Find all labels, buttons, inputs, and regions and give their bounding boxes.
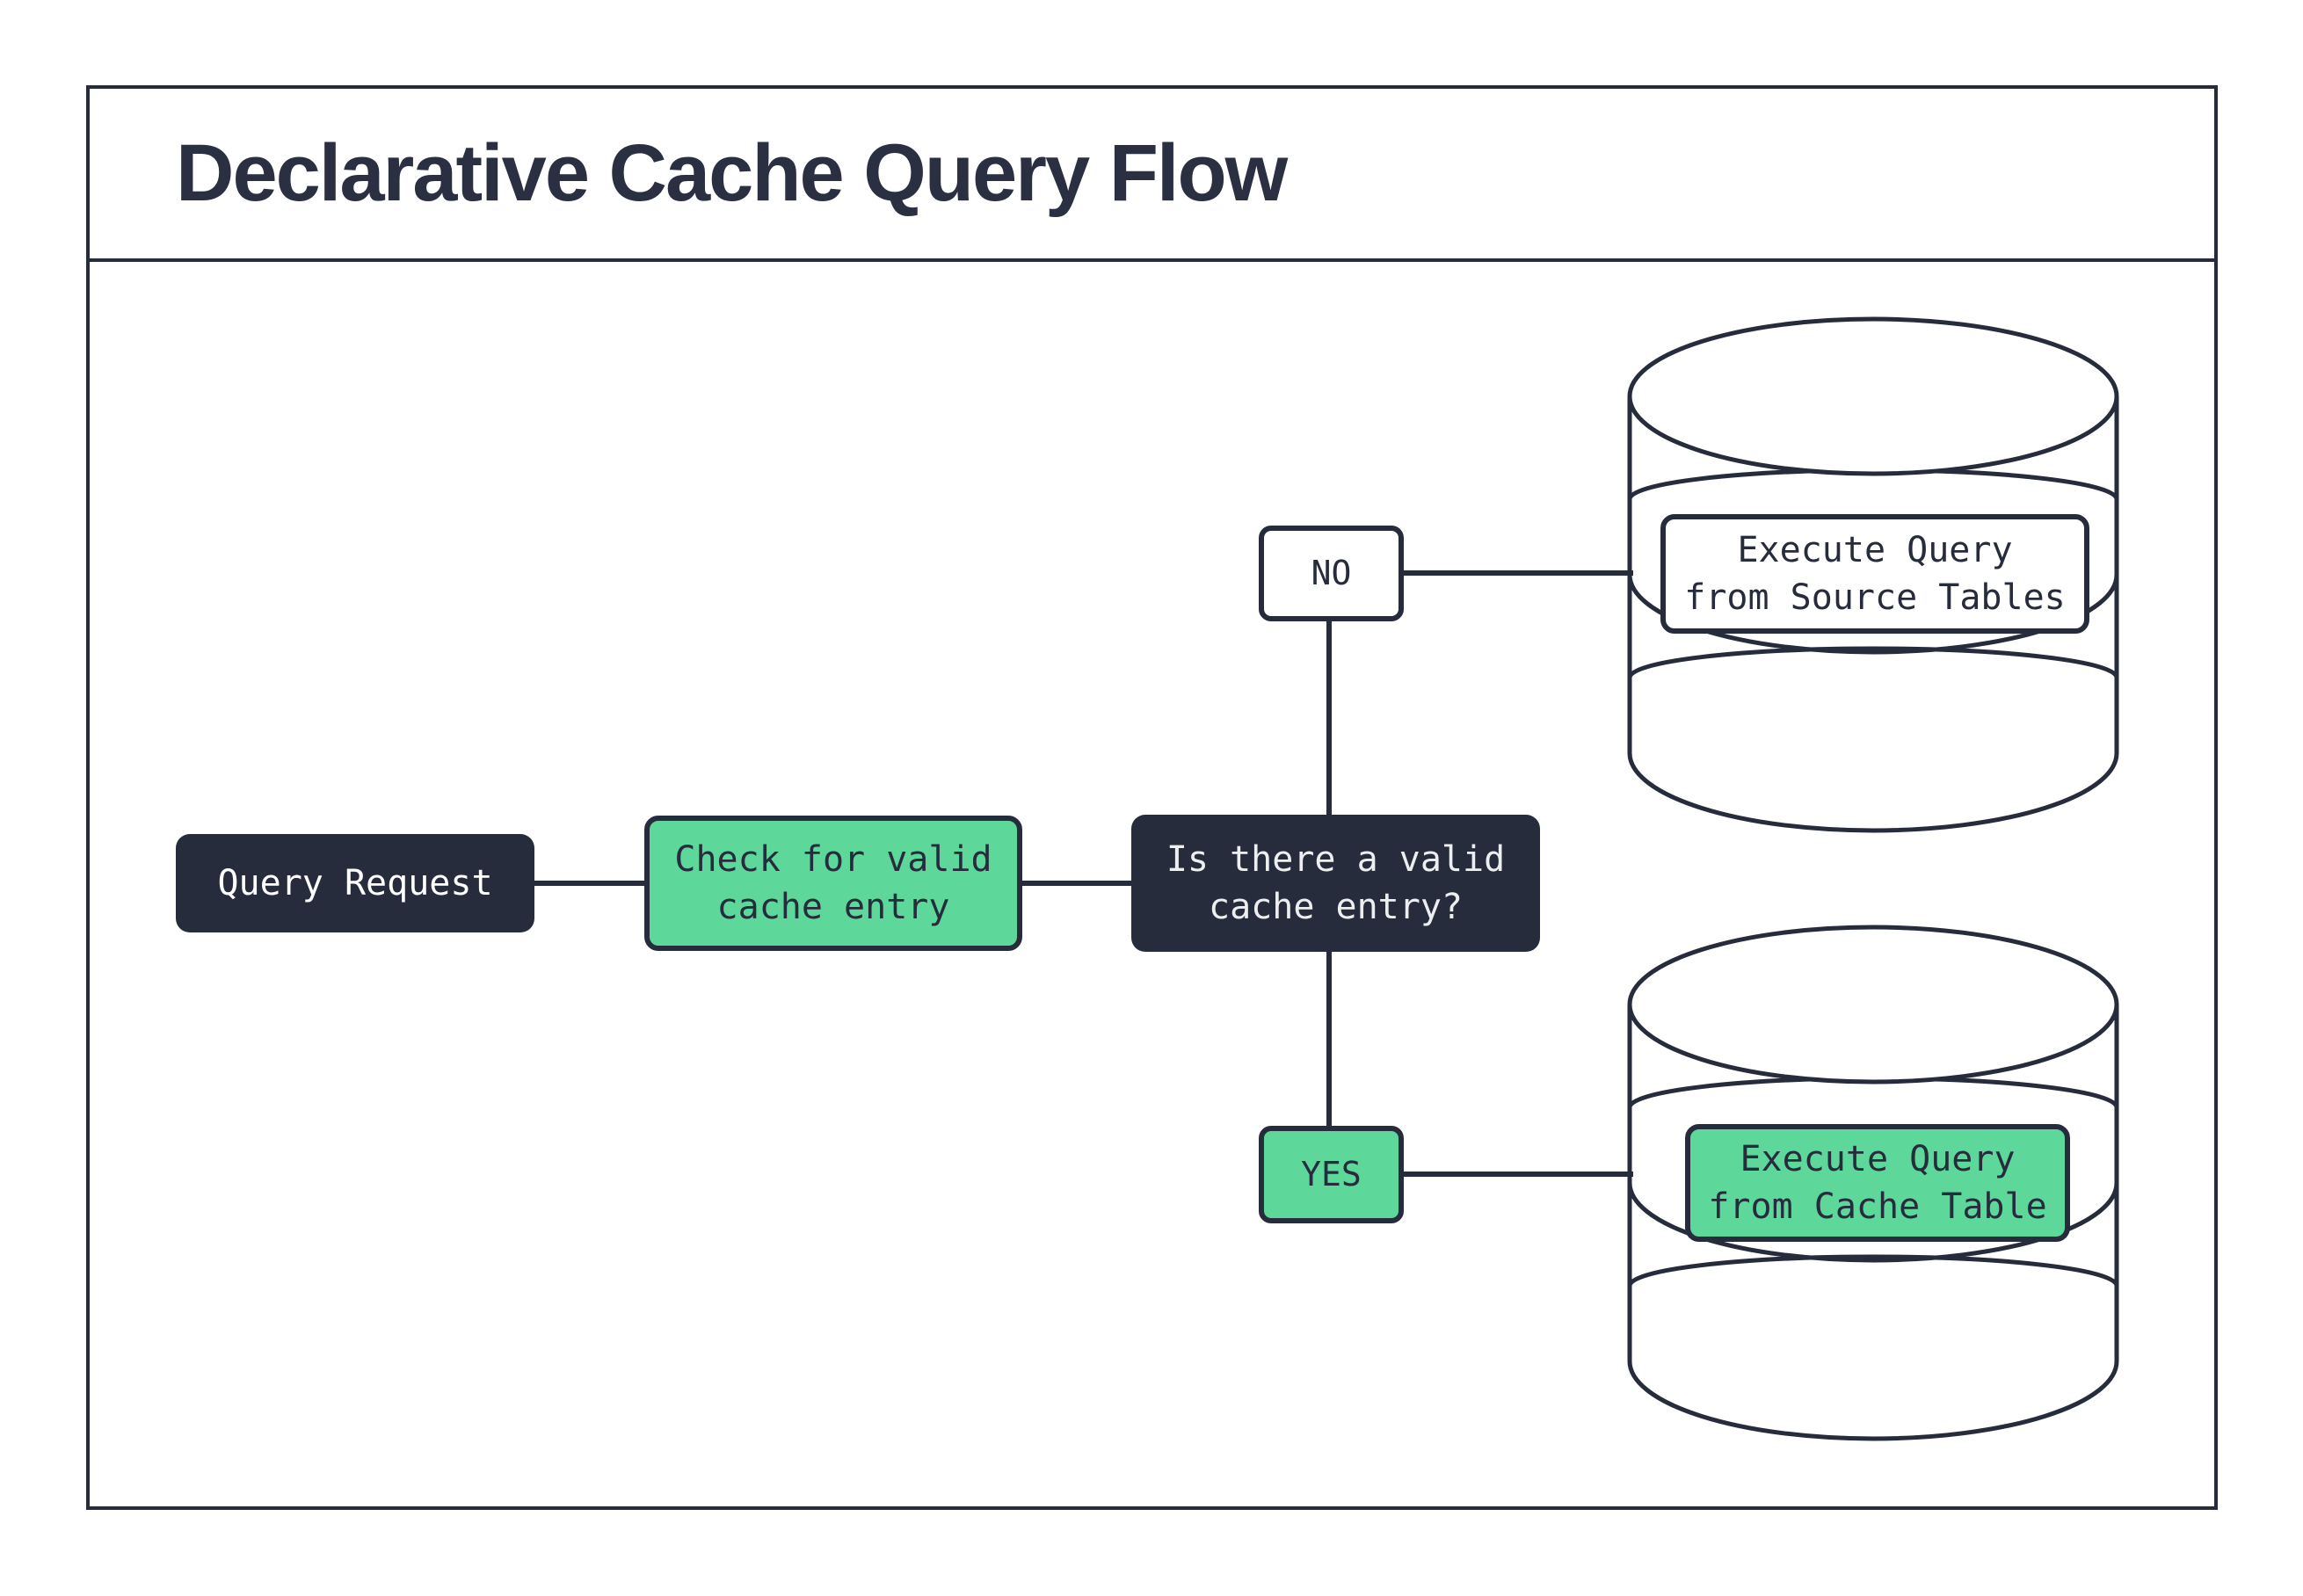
connector-request-to-check — [534, 881, 644, 886]
title-bar: Declarative Cache Query Flow — [86, 85, 2218, 262]
node-label: Query Request — [217, 863, 493, 903]
node-execute-cache-table: Execute Query from Cache Table — [1685, 1124, 2070, 1242]
node-label-line1: Is there a valid — [1166, 839, 1506, 880]
node-branch-yes: YES — [1259, 1126, 1404, 1223]
node-decision-valid-cache: Is there a valid cache entry? — [1131, 815, 1540, 952]
cylinder-bottom — [1627, 752, 2119, 833]
connector-check-to-decision — [1022, 881, 1131, 886]
source-database-icon — [1627, 316, 2119, 833]
node-execute-source-tables: Execute Query from Source Tables — [1660, 514, 2089, 634]
cylinder-bottom — [1627, 1360, 2119, 1441]
connector-yes-to-cache-db — [1404, 1172, 1633, 1177]
node-label-line2: cache entry — [716, 887, 950, 927]
cache-database-icon — [1627, 925, 2119, 1441]
node-branch-no: NO — [1259, 526, 1404, 621]
cylinder-separator-arc — [1627, 1254, 2119, 1287]
connector-no-to-source-db — [1404, 570, 1633, 576]
node-label-line1: Execute Query — [1737, 530, 2013, 570]
cylinder-top-ellipse — [1627, 316, 2119, 476]
cylinder-top-ellipse — [1627, 925, 2119, 1085]
node-query-request: Query Request — [176, 834, 534, 932]
node-label-line2: cache entry? — [1209, 887, 1463, 927]
page-title: Declarative Cache Query Flow — [176, 128, 1288, 218]
node-check-cache: Check for valid cache entry — [644, 816, 1022, 951]
node-label: YES — [1301, 1154, 1362, 1193]
node-label-line2: from Source Tables — [1684, 577, 2066, 618]
node-label: NO — [1311, 553, 1352, 592]
node-label-line1: Check for valid — [674, 839, 992, 880]
cylinder-disc-bottom — [1627, 1182, 2119, 1263]
node-label-line1: Execute Query — [1740, 1139, 2016, 1179]
cylinder-separator-arc — [1627, 646, 2119, 678]
node-label-line2: from Cache Table — [1708, 1186, 2047, 1227]
